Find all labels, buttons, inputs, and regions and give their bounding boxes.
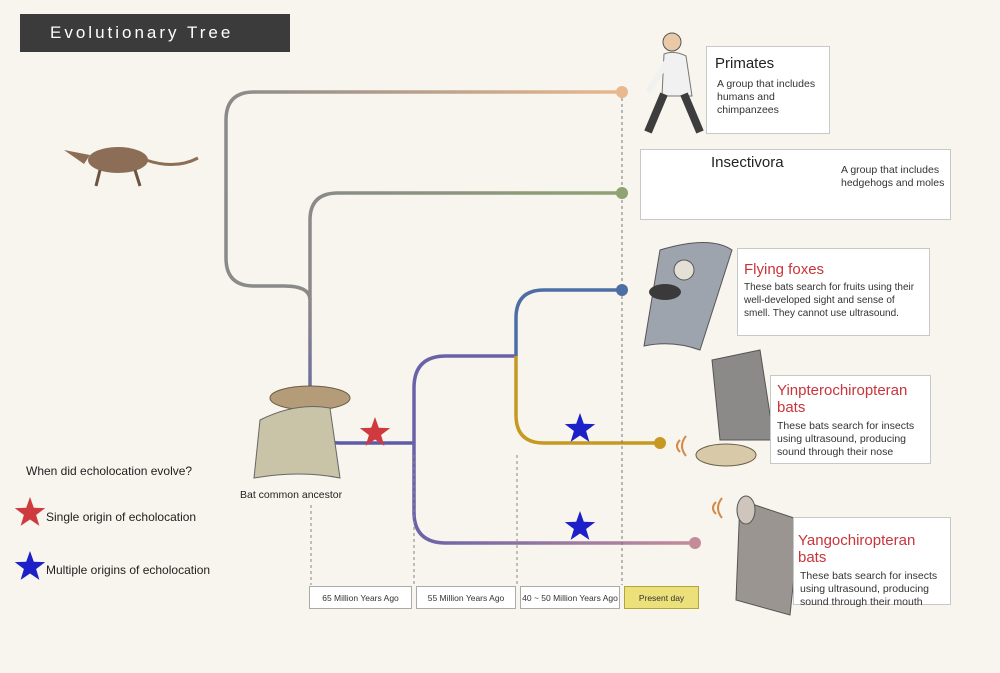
legend-multiple-origins-label: Multiple origins of echolocation [46,563,211,577]
flying-fox-icon [643,242,733,351]
yangochiroptera-description: These bats search for insects using ultr… [800,570,938,608]
yinpterochiroptera-info-box: Yinpterochiropteran bats These bats sear… [770,375,931,464]
branch-yangochiroptera [412,443,695,545]
title-banner: Evolutionary Tree [20,14,290,52]
timeline-65-mya: 65 Million Years Ago [309,586,412,609]
yinpterochiroptera-description: These bats search for insects using ultr… [777,420,915,458]
flying-foxes-dot [616,284,628,296]
legend-question: When did echolocation evolve? [26,464,193,478]
bat-common-ancestor-label: Bat common ancestor [240,489,343,501]
insectivora-title: Insectivora [711,154,784,171]
primate-human-icon [644,32,704,134]
timeline-65-mya-label: 65 Million Years Ago [322,592,399,603]
primates-title: Primates [715,55,775,72]
primates-dot [616,86,628,98]
yinpterochiropteran-bat-icon [676,349,775,467]
flying-foxes-info-box: Flying foxes These bats search for fruit… [737,248,930,336]
branch-flying-foxes [514,288,622,356]
yangochiroptera-info-box: Yangochiropteran bats These bats search … [793,517,951,608]
single-origin-star [359,417,391,446]
primates-info-box: Primates A group that includes humans an… [706,46,830,134]
timeline-present-day-label: Present day [638,592,685,603]
title: Evolutionary Tree [50,23,234,42]
insectivora-dot [616,187,628,199]
primates-description: A group that includes humans and chimpan… [717,78,816,116]
branch-yango-split-up [412,354,516,443]
bat-common-ancestor-icon [253,385,351,479]
yinpterochiroptera-dot [654,437,666,449]
timeline-40-50-mya-label: 40 ~ 50 Million Years Ago [522,592,618,603]
legend-single-origin-label: Single origin of echolocation [46,510,197,524]
timeline-55-mya-label: 55 Million Years Ago [427,592,505,603]
branch-to-insectivora-split [224,191,312,301]
multiple-origin-star-yin [564,413,596,442]
insectivora-description: A group that includes hedgehogs and mole… [841,164,945,189]
legend-multiple-star-icon [14,551,46,580]
branch-yinpterochiroptera [514,356,660,445]
yangochiropteran-bat-icon [712,495,801,616]
yinpterochiroptera-title: Yinpterochiropteran bats [777,382,908,416]
multiple-origin-star-yango [564,511,596,540]
flying-foxes-description: These bats search for fruits using their… [744,282,915,319]
timeline-present-day: Present day [624,586,699,609]
legend-single-star-icon [14,497,46,526]
timeline-40-50-mya: 40 ~ 50 Million Years Ago [520,586,620,609]
timeline-55-mya: 55 Million Years Ago [416,586,516,609]
yangochiroptera-title: Yangochiropteran bats [798,532,916,566]
flying-foxes-title: Flying foxes [744,261,825,278]
yangochiroptera-dot [689,537,701,549]
branch-primates [224,90,622,191]
insectivora-info-box: Insectivora A group that includes hedgeh… [640,149,951,220]
branch-insectivora [308,191,622,300]
root-ancestor-icon [64,147,199,187]
